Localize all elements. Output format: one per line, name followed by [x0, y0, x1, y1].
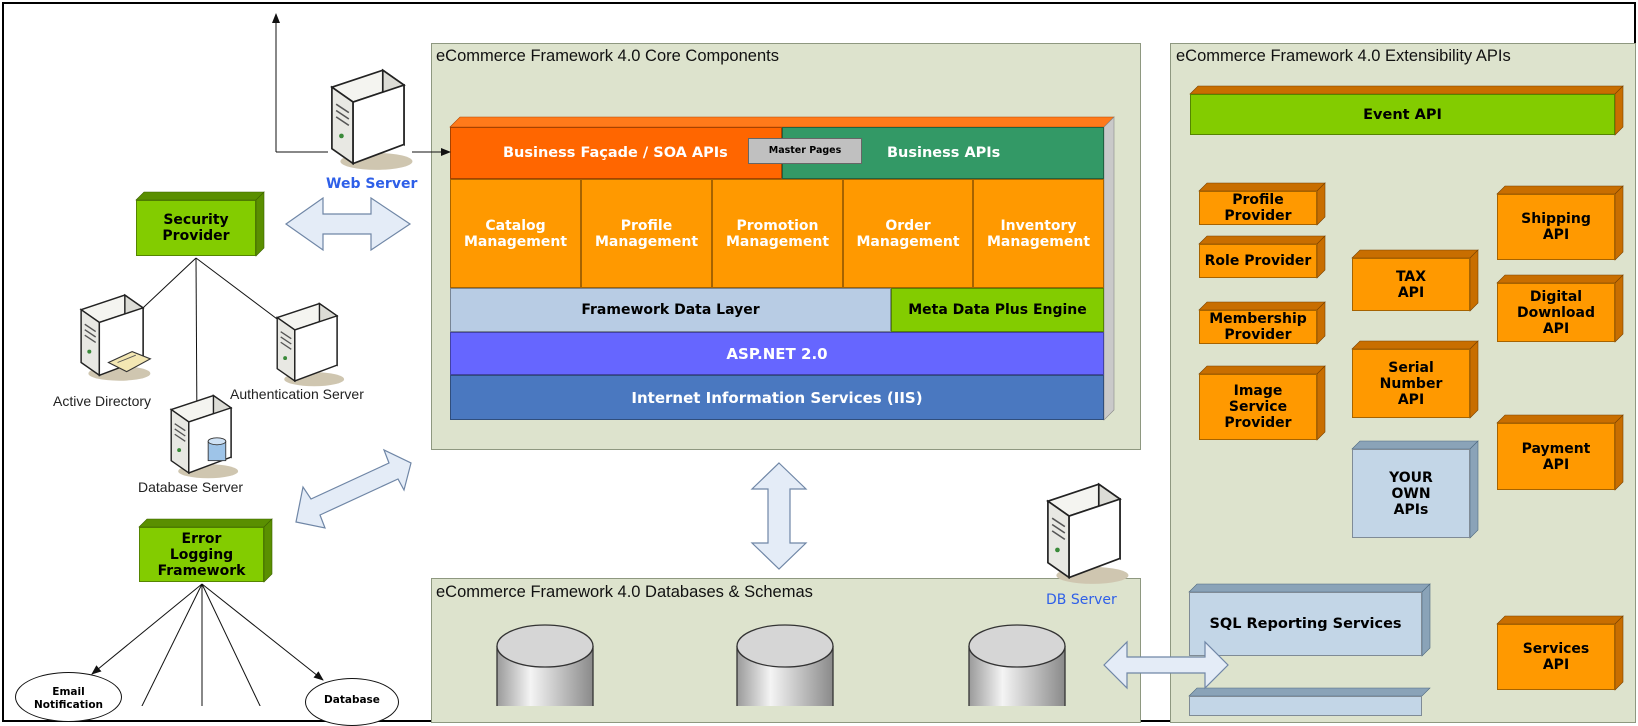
role-provider-box: Role Provider	[1199, 244, 1317, 278]
profile-provider-box: Profile Provider	[1199, 191, 1317, 225]
image-service-provider-box: Image Service Provider	[1199, 374, 1317, 440]
extensibility-box-depth	[1188, 85, 1624, 697]
database-cylinders	[496, 624, 1066, 706]
framework-data-layer: Framework Data Layer	[450, 288, 891, 332]
digital-download-api-box: Digital Download API	[1497, 283, 1615, 342]
db-server-label: DB Server	[1046, 592, 1117, 608]
extensibility-title: eCommerce Framework 4.0 Extensibility AP…	[1176, 47, 1511, 65]
module-profile: Profile Management	[581, 179, 712, 288]
security-provider-box: Security Provider	[136, 200, 256, 256]
sql-reporting-services-box: SQL Reporting Services	[1189, 592, 1422, 656]
business-facade-bar: Business Façade / SOA APIs	[450, 127, 782, 179]
module-catalog: Catalog Management	[450, 179, 581, 288]
meta-data-plus-engine: Meta Data Plus Engine	[891, 288, 1104, 332]
event-api-box: Event API	[1190, 94, 1615, 135]
serial-number-api-box: Serial Number API	[1352, 349, 1470, 418]
email-notification-label: Email Notification	[33, 686, 104, 711]
interaction-arrows	[284, 196, 1229, 690]
database-log-label: Database	[324, 694, 380, 706]
tax-api-box: TAX API	[1352, 258, 1470, 311]
services-api-box: Services API	[1497, 624, 1615, 690]
module-promotion: Promotion Management	[712, 179, 843, 288]
core-components-title: eCommerce Framework 4.0 Core Components	[436, 47, 779, 65]
authentication-server-label: Authentication Server	[230, 386, 364, 402]
database-server-label: Database Server	[138, 479, 244, 495]
web-server-icon	[321, 66, 417, 172]
db-server-icon	[1037, 480, 1133, 586]
active-directory-label: Active Directory	[53, 393, 152, 409]
sql-reporting-services-label: SQL Reporting Services	[1209, 616, 1402, 632]
module-order: Order Management	[843, 179, 973, 288]
membership-provider-box: Membership Provider	[1199, 310, 1317, 344]
your-own-apis-box: YOUR OWN APIs	[1352, 449, 1470, 538]
module-inventory: Inventory Management	[973, 179, 1104, 288]
web-server-label: Web Server	[326, 176, 418, 192]
database-server-icon	[162, 392, 242, 480]
shipping-api-box: Shipping API	[1497, 194, 1615, 260]
authentication-server-icon	[268, 300, 348, 388]
aspnet-layer: ASP.NET 2.0	[450, 332, 1104, 375]
master-pages-box: Master Pages	[748, 138, 862, 164]
core-stack-depth	[449, 116, 1115, 421]
active-directory-icon	[72, 290, 152, 384]
payment-api-box: Payment API	[1497, 423, 1615, 490]
left-box-depth	[135, 191, 273, 583]
databases-title: eCommerce Framework 4.0 Databases & Sche…	[436, 583, 813, 601]
error-logging-box: Error Logging Framework	[139, 527, 264, 582]
iis-layer: Internet Information Services (IIS)	[450, 375, 1104, 420]
